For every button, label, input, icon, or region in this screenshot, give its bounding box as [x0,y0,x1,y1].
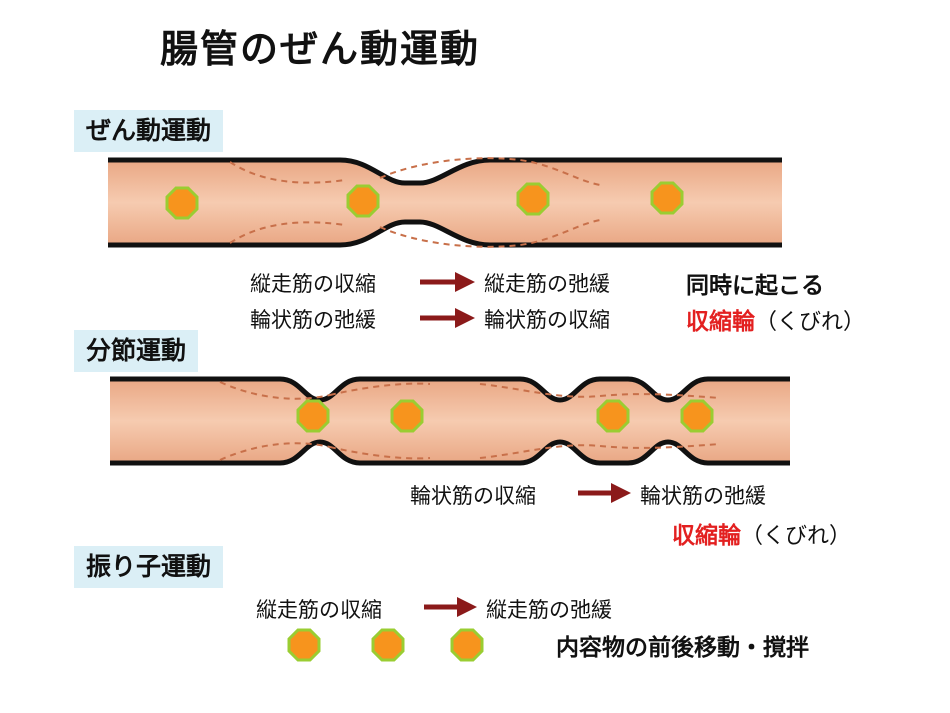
content-particle [650,181,684,215]
contraction-ring-note: 収縮輪（くびれ） [672,516,851,550]
content-particle [287,628,321,662]
content-particle [680,399,714,433]
section-label-segmentation: 分節運動 [74,330,199,372]
contraction-ring-label: 収縮輪 [672,523,741,549]
content-particle [390,399,424,433]
section-label-peristalsis: ぜん動運動 [74,110,224,152]
contraction-ring-label: 収縮輪 [686,309,755,335]
tube-wall-bottom [110,439,790,466]
dashed-outline [229,219,601,248]
content-particle [516,182,550,216]
peristalsis-row2-to: 輪状筋の収縮 [484,308,610,332]
content-particle [346,184,380,218]
content-particle [371,628,405,662]
peristalsis-row2-from: 輪状筋の弛緩 [250,308,376,332]
tube-wall-top [108,157,782,186]
peristalsis-tube [108,157,782,248]
peristalsis-row1-from: 縦走筋の収縮 [250,272,376,296]
simultaneous-note: 同時に起こる [686,273,824,299]
content-particle [296,399,330,433]
peristalsis-row1-to: 縦走筋の弛緩 [484,272,610,296]
segmentation-row-to: 輪状筋の弛緩 [640,484,766,508]
contraction-ring-note: 収縮輪（くびれ） [686,302,865,336]
content-particle [450,628,484,662]
constriction-label: （くびれ） [755,310,866,335]
tube-wall-bottom [108,219,782,248]
tube-body [108,160,782,245]
content-particle [165,186,199,220]
constriction-label: （くびれ） [741,524,852,549]
segmentation-row-from: 輪状筋の収縮 [410,484,536,508]
pendular-result: 内容物の前後移動・撹拌 [556,635,809,661]
dashed-outline [229,157,601,186]
pendular-row-to: 縦走筋の弛緩 [486,598,612,622]
particles [165,181,714,662]
pendular-row-from: 縦走筋の収縮 [256,598,382,622]
page-title: 腸管のぜん動運動 [160,27,481,71]
section-label-pendular: 振り子運動 [74,546,224,588]
arrows [420,272,631,617]
content-particle [596,399,630,433]
